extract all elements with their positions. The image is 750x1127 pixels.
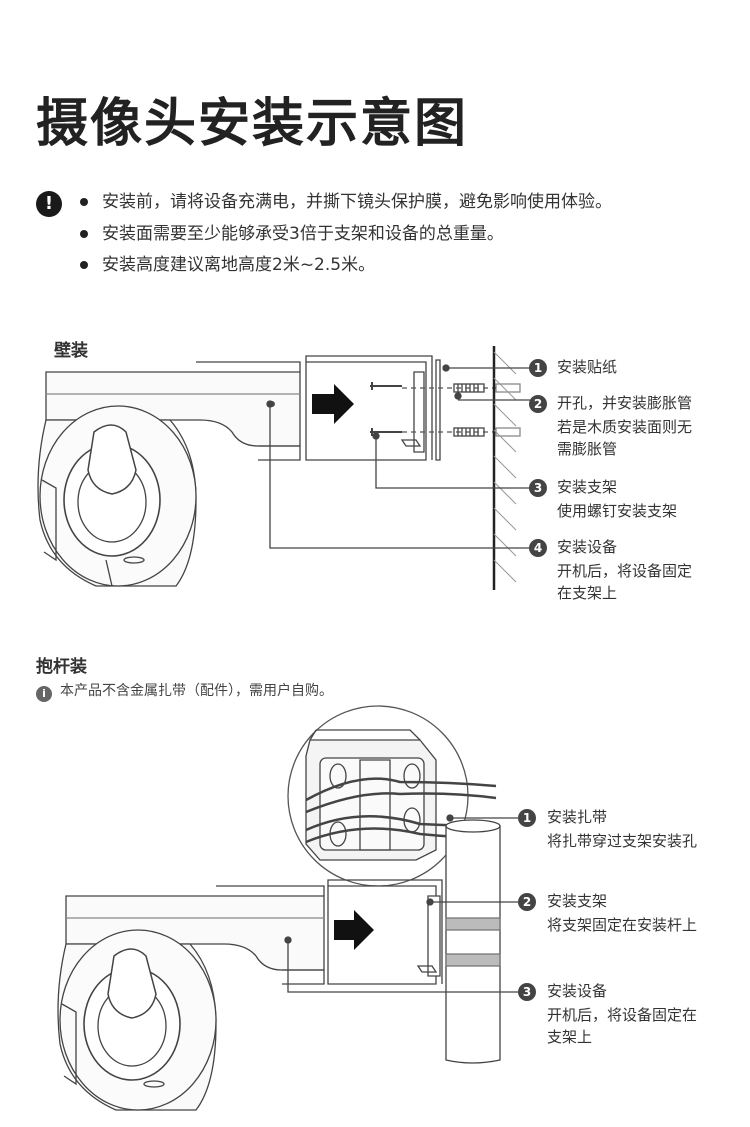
note-text: 安装前，请将设备充满电，并撕下镜头保护膜，避免影响使用体验。 [102,192,612,212]
exclamation-icon: ! [36,191,62,217]
wall-step-1-label: 安装贴纸 [557,358,618,376]
wall-step-2-desc: 若是木质安装面则无 需膨胀管 [557,418,693,458]
pole-note: i 本产品不含金属扎带（配件），需用户自购。 [36,680,333,702]
page-title: 摄像头安装示意图 [36,94,469,154]
wall-section-title: 壁装 [54,341,88,361]
wall-step-3-num: 3 [529,479,547,497]
arrow-right-icon [312,384,354,424]
wall-step-3-desc: 使用螺钉安装支架 [557,502,678,520]
pole-step-3-num: 3 [518,983,536,1001]
info-icon: i [36,686,52,702]
bullet-dot [80,198,88,206]
wall-step-4-num: 4 [529,539,547,557]
pole-step-2-label: 安装支架 [547,892,608,910]
wall-step-4-desc: 开机后，将设备固定 在支架上 [557,562,693,602]
note-item-1: 安装前，请将设备充满电，并撕下镜头保护膜，避免影响使用体验。 [80,190,612,214]
pole-step-1-label: 安装扎带 [547,808,608,826]
pole-step-2-num: 2 [518,893,536,911]
note-text: 安装高度建议离地高度2米~2.5米。 [102,255,376,275]
wall-step-2-label: 开孔，并安装膨胀管 [557,394,693,412]
pole-note-text: 本产品不含金属扎带（配件），需用户自购。 [60,683,333,699]
pole-step-1-num: 1 [518,809,536,827]
note-text: 安装面需要至少能够承受3倍于支架和设备的总重量。 [102,224,504,244]
note-item-3: 安装高度建议离地高度2米~2.5米。 [80,253,375,277]
mounting-pole [445,826,501,1064]
camera-arm [45,371,301,447]
pole-section-title: 抱杆装 [36,657,87,677]
pole-step-1-desc: 将扎带穿过支架安装孔 [547,832,698,850]
wall-step-4-label: 安装设备 [557,538,618,556]
wall-step-2-num: 2 [529,395,547,413]
wall-step-3-label: 安装支架 [557,478,618,496]
pole-step-3-desc: 开机后，将设备固定在 支架上 [547,1006,698,1046]
bullet-dot [80,261,88,269]
pole-step-3-label: 安装设备 [547,982,608,1000]
note-item-2: 安装面需要至少能够承受3倍于支架和设备的总重量。 [80,222,504,246]
pole-step-2-desc: 将支架固定在安装杆上 [547,916,698,934]
arrow-right-icon [334,910,374,950]
bullet-dot [80,230,88,238]
wall-step-1-num: 1 [529,359,547,377]
